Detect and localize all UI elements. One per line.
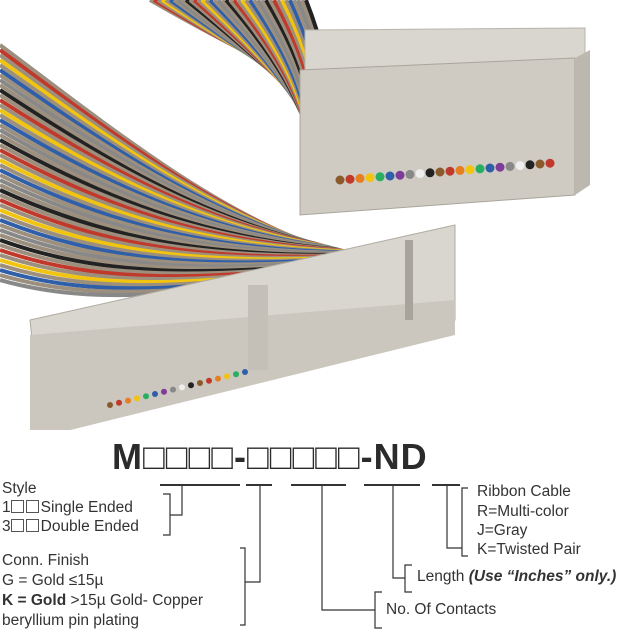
wire-end <box>405 169 415 179</box>
wire-end <box>535 159 545 169</box>
placeholder-box <box>10 519 24 532</box>
wire-end <box>515 161 525 171</box>
contacts-label: No. Of Contacts <box>386 601 497 618</box>
length-underline <box>364 484 420 486</box>
length-text: Length <box>417 568 469 585</box>
style-option-3: 3 Double Ended <box>2 518 139 536</box>
wire-end <box>445 166 455 176</box>
style-label: Double Ended <box>40 518 139 535</box>
part-number-template: M□□□□-□□□□□-ND <box>112 436 428 477</box>
wire-end <box>116 399 122 406</box>
style-prefix: 3 <box>2 518 11 535</box>
finish-k-line2: beryllium pin plating <box>2 612 139 629</box>
wire-end <box>355 173 365 183</box>
wire-end <box>385 171 395 181</box>
wire-end <box>335 175 345 185</box>
placeholder-box <box>10 500 24 513</box>
wire-end <box>505 161 515 171</box>
wire-end <box>179 384 185 391</box>
length-label: Length (Use “Inches” only.) <box>417 568 616 586</box>
wire-end <box>475 164 485 174</box>
wire-end <box>495 162 505 172</box>
style-title: Style <box>2 480 37 497</box>
cable-title: Ribbon Cable <box>477 483 571 500</box>
wire-end <box>161 388 167 395</box>
wire-end <box>395 170 405 180</box>
wire-end <box>525 160 535 170</box>
style-prefix: 1 <box>2 499 11 516</box>
wire-end <box>415 169 425 179</box>
finish-k-bold: K = Gold <box>2 592 67 609</box>
wire-end <box>188 382 194 389</box>
style-label: Single Ended <box>40 499 133 516</box>
placeholder-box <box>25 519 39 532</box>
finish-g: G = Gold ≤15µ <box>2 572 104 589</box>
connector-pins <box>107 158 555 408</box>
wire-end <box>345 174 355 184</box>
wire-end <box>134 395 140 402</box>
cable-k: K=Twisted Pair <box>477 541 581 558</box>
wire-end <box>375 172 385 182</box>
wire-end <box>435 167 445 177</box>
style-underline <box>160 484 240 486</box>
length-note: (Use “Inches” only.) <box>468 568 617 585</box>
wire-end <box>425 168 435 178</box>
wire-end <box>197 380 203 386</box>
wire-end <box>455 165 465 175</box>
wire-end <box>485 163 495 173</box>
contacts-underline <box>291 484 346 486</box>
cable-underline <box>432 484 460 486</box>
wire-end <box>152 391 158 397</box>
wire-end <box>125 397 131 404</box>
wire-end <box>365 173 375 183</box>
wire-end <box>170 386 176 393</box>
style-option-1: 1 Single Ended <box>2 499 133 517</box>
wire-end <box>545 158 555 168</box>
cable-r: R=Multi-color <box>477 503 569 520</box>
finish-title: Conn. Finish <box>2 552 90 569</box>
ribbon-cable-assembly-image <box>0 0 590 430</box>
wire-end <box>143 393 149 400</box>
wire-end <box>224 373 230 380</box>
wire-end <box>206 377 212 384</box>
finish-k-rest: >15µ Gold- Copper <box>66 592 204 609</box>
finish-k: K = Gold >15µ Gold- Copper <box>2 592 203 610</box>
placeholder-box <box>25 500 39 513</box>
wire-end <box>215 375 221 382</box>
wire-end <box>242 369 248 375</box>
cable-j: J=Gray <box>477 522 528 539</box>
wire-end <box>107 402 113 408</box>
finish-underline <box>246 484 272 486</box>
wire-end <box>465 165 475 175</box>
wire-end <box>233 371 239 378</box>
